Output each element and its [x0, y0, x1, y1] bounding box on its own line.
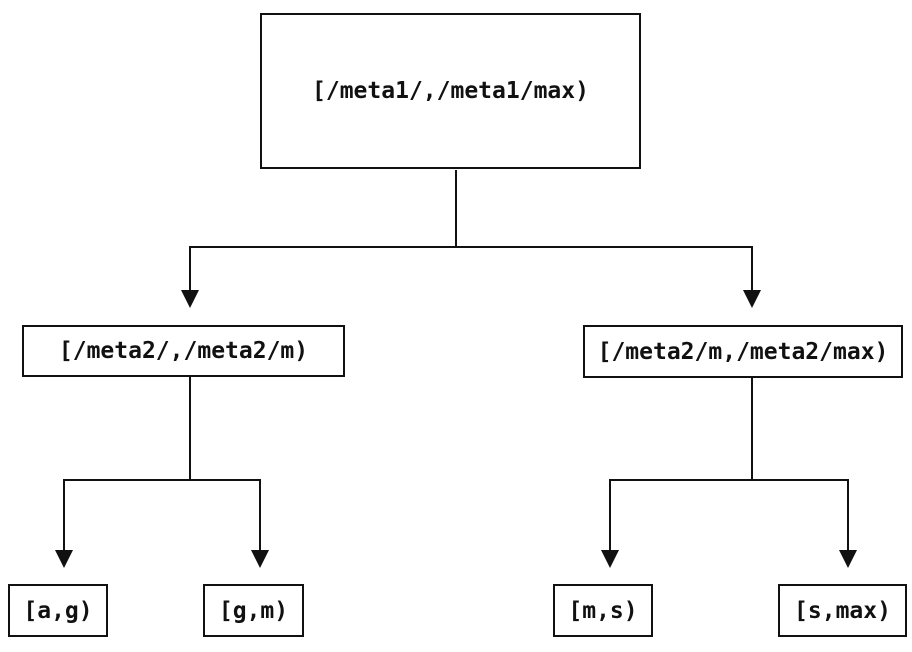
node-label-leaf-ag: [a,g) — [23, 597, 93, 624]
arrowhead-icon — [251, 550, 269, 568]
tree-node-right-child: [/meta2/m,/meta2/max) — [583, 325, 903, 378]
edge-root-left — [181, 246, 199, 308]
arrowhead-icon — [181, 290, 199, 308]
arrowhead-icon — [601, 550, 619, 568]
tree-node-leaf-ms: [m,s) — [553, 584, 653, 637]
node-label-right-child: [/meta2/m,/meta2/max) — [597, 338, 889, 365]
tree-node-root: [/meta1/,/meta1/max) — [260, 13, 641, 169]
edge-left-leaf-ag — [55, 479, 73, 568]
node-label-leaf-gm: [g,m) — [218, 597, 289, 624]
edge-left-leaf-gm — [251, 479, 269, 568]
arrowhead-icon — [55, 550, 73, 568]
edge-right-leaf-smax — [839, 479, 857, 568]
node-label-left-child: [/meta2/,/meta2/m) — [58, 338, 309, 364]
edge-right-leaf-ms — [601, 479, 619, 568]
edge-right-trunk — [610, 378, 848, 481]
arrowhead-icon — [743, 290, 761, 308]
tree-node-left-child: [/meta2/,/meta2/m) — [22, 325, 345, 377]
edge-root-trunk — [190, 170, 752, 248]
node-label-root: [/meta1/,/meta1/max) — [312, 78, 589, 104]
tree-node-leaf-ag: [a,g) — [8, 584, 108, 637]
edge-left-trunk — [64, 377, 260, 481]
node-label-leaf-smax: [s,max) — [794, 597, 891, 624]
edge-root-right — [743, 246, 761, 308]
node-label-leaf-ms: [m,s) — [568, 597, 638, 624]
tree-node-leaf-gm: [g,m) — [203, 584, 304, 637]
tree-node-leaf-smax: [s,max) — [778, 584, 907, 637]
arrowhead-icon — [839, 550, 857, 568]
